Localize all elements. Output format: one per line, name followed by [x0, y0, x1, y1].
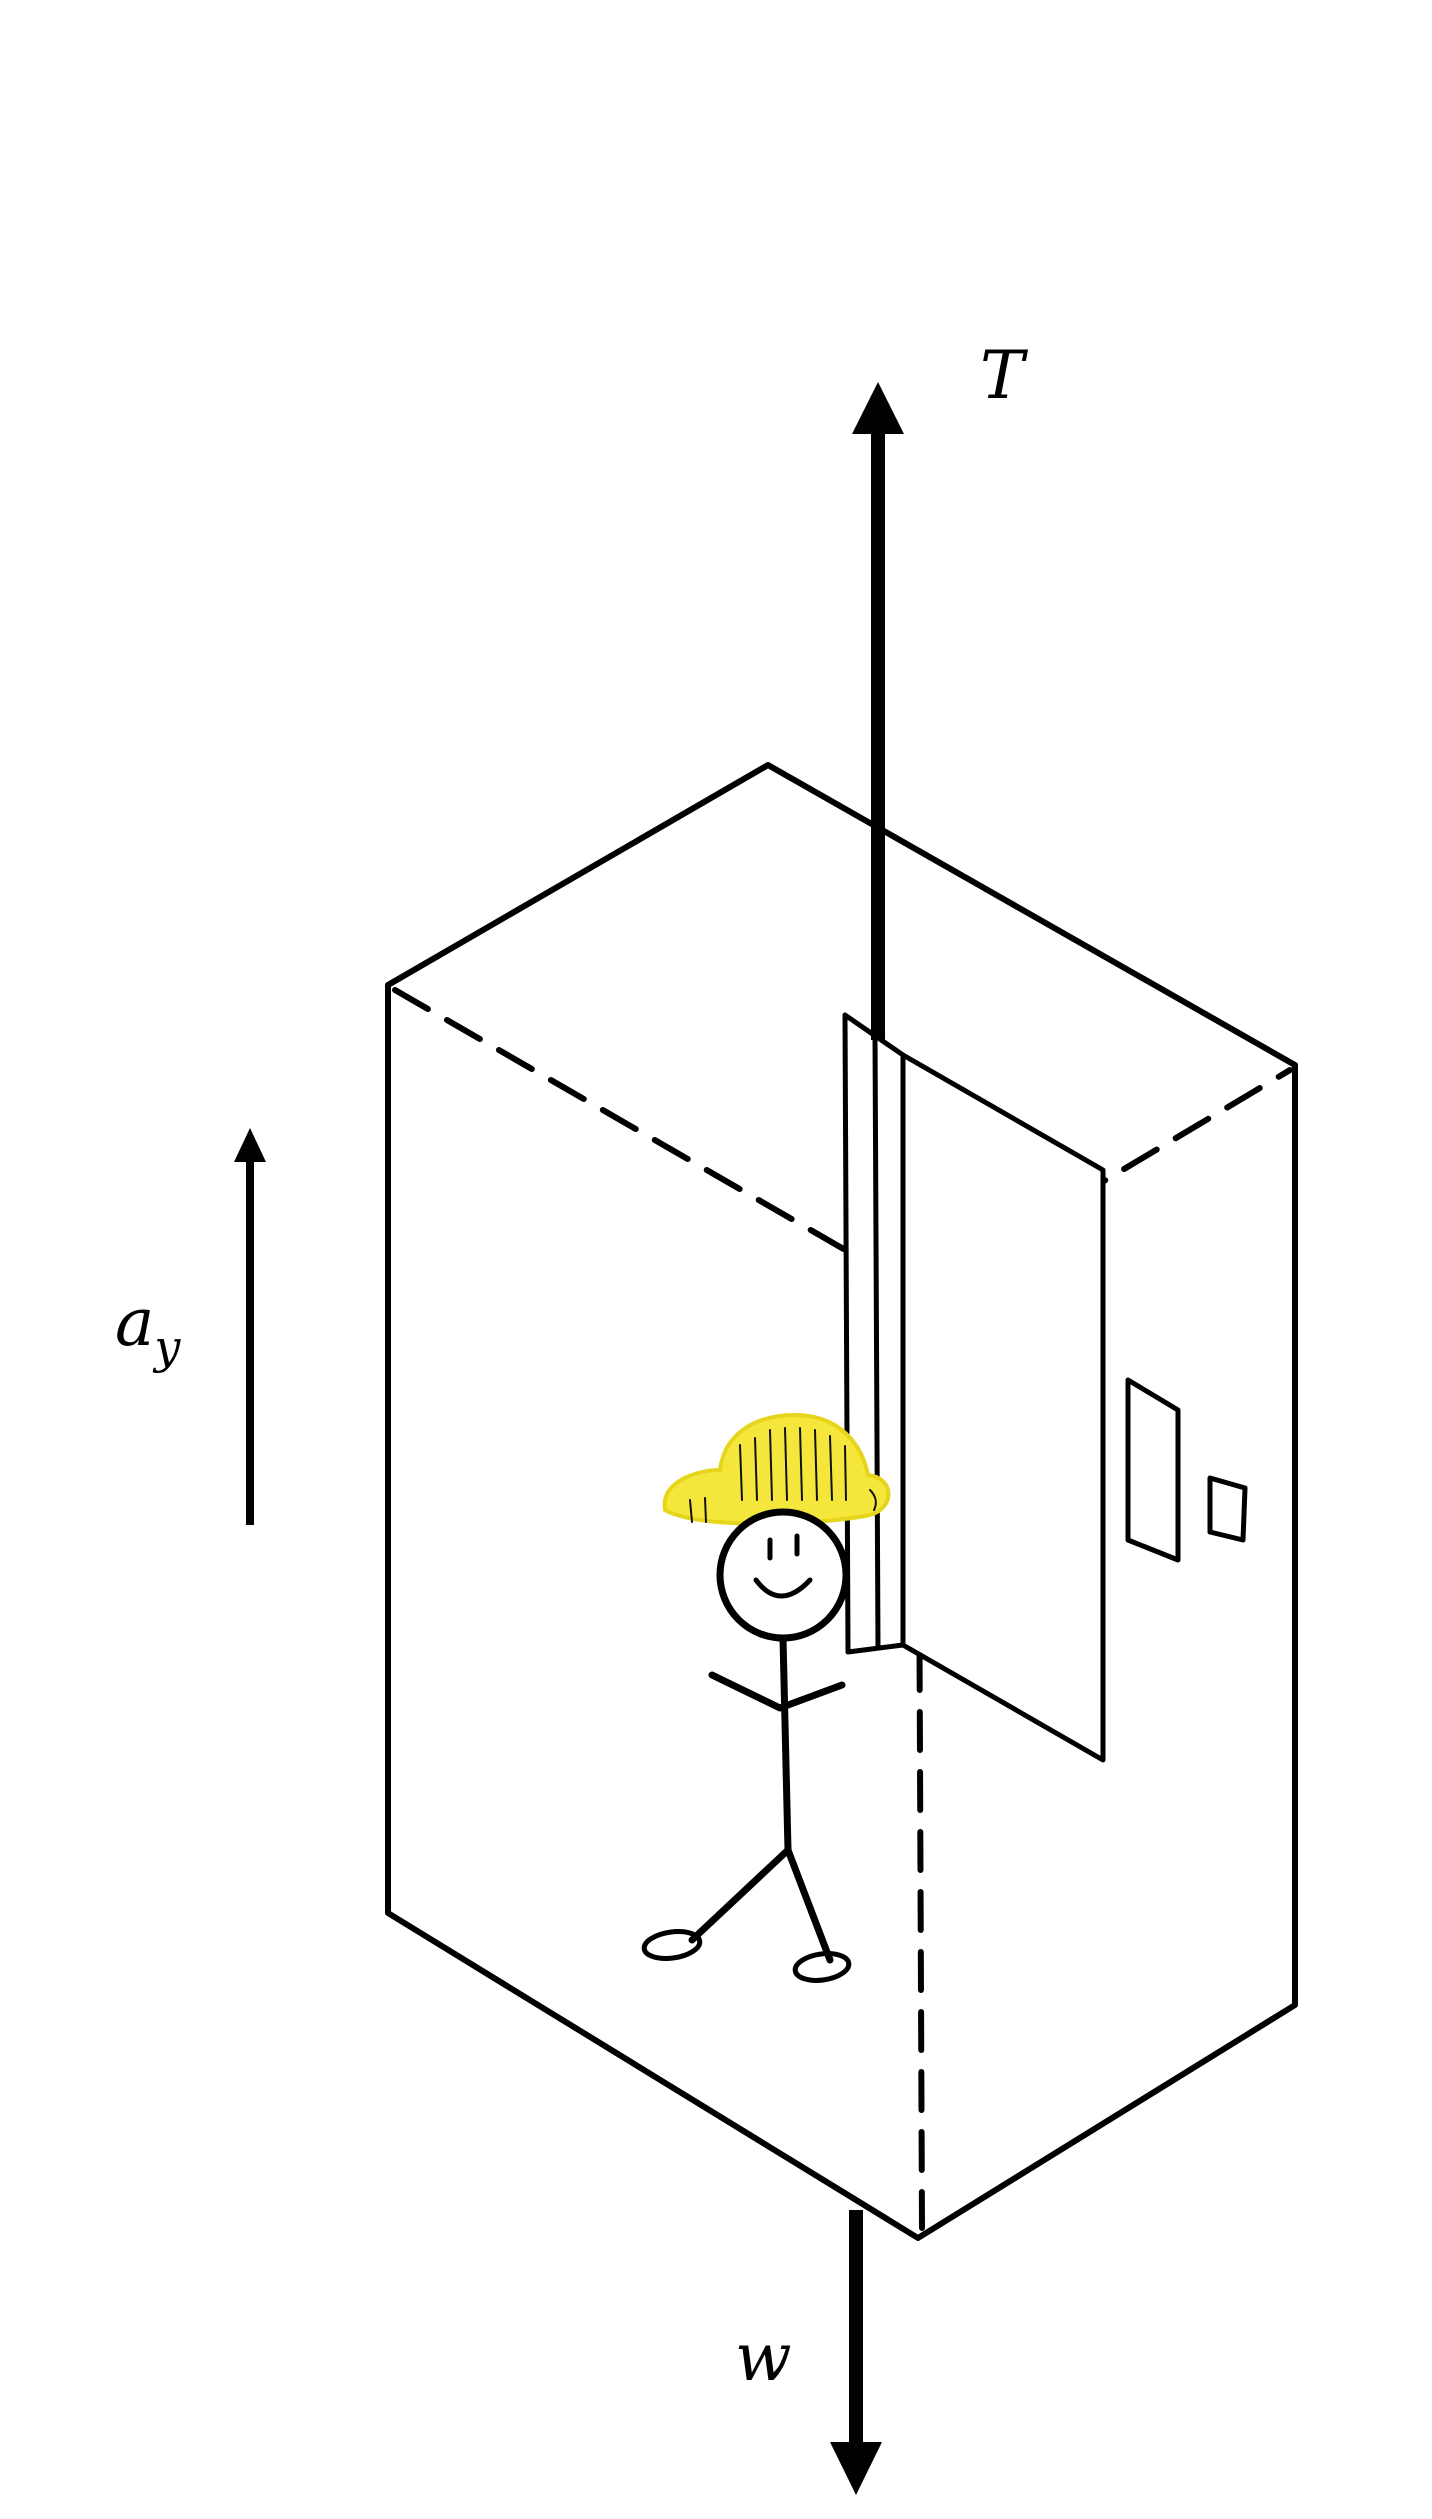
tension-arrowhead [852, 382, 904, 434]
control-panel-plate [1125, 1377, 1181, 1563]
smile [753, 1577, 813, 1599]
right-foot [792, 1951, 852, 1983]
hard-hat-hatching [689, 1427, 877, 1523]
elevator-outline [385, 762, 1298, 2241]
head [716, 1508, 850, 1642]
stick-figure [641, 1508, 852, 1983]
weight-arrow: w [735, 2210, 882, 2495]
acceleration-subscript: y [152, 1320, 181, 1374]
elevator-door [842, 1012, 1106, 1763]
hidden-edges [392, 987, 1293, 2231]
right-leg [784, 1846, 834, 1964]
tension-label: T [980, 337, 1029, 414]
left-leg [688, 1846, 792, 1944]
left-foot [641, 1929, 703, 1961]
body [779, 1634, 792, 1854]
control-panel [1125, 1377, 1248, 1563]
acceleration-arrow: ay [115, 1128, 266, 1525]
door-panel [900, 1052, 1106, 1763]
acceleration-arrowhead [234, 1128, 266, 1162]
worker-figure [641, 1412, 891, 1983]
acceleration-symbol: a [115, 1284, 154, 1361]
call-button [1207, 1475, 1248, 1543]
weight-label: w [735, 2319, 792, 2396]
acceleration-label: ay [115, 1284, 181, 1374]
door-frame-line [872, 1034, 881, 1649]
arms [708, 1671, 846, 1712]
tension-arrow: T [852, 337, 1029, 1040]
weight-arrowhead [830, 2442, 882, 2495]
